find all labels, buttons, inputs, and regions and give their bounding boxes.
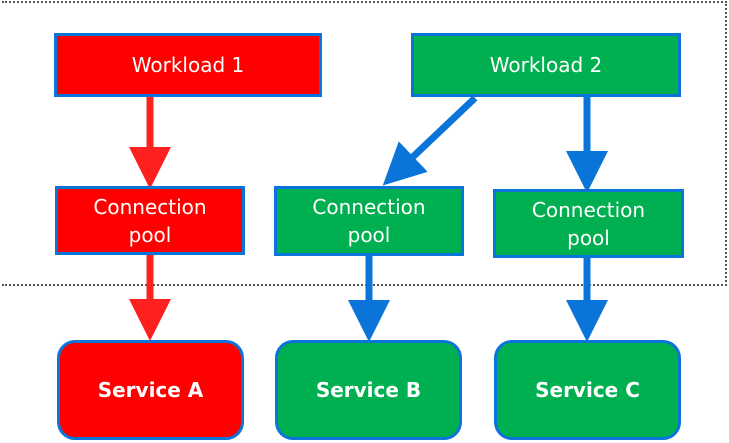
- workload-boundary: [2, 1, 727, 286]
- workload-1-box: Workload 1: [54, 33, 322, 97]
- connection-pool-2-label: Connection pool: [312, 195, 426, 247]
- service-b-label: Service B: [315, 378, 422, 402]
- service-a-label: Service A: [97, 378, 204, 402]
- workload-2-box: Workload 2: [411, 33, 681, 97]
- service-c-box: Service C: [494, 340, 681, 440]
- service-c-label: Service C: [535, 378, 640, 402]
- connection-pool-1-label: Connection pool: [93, 194, 207, 247]
- connection-pool-3-label: Connection pool: [531, 197, 646, 250]
- arrow-workload2-pool2: [382, 95, 478, 186]
- connection-pool-3-box: Connection pool: [493, 189, 684, 258]
- service-a-box: Service A: [57, 340, 244, 440]
- service-b-box: Service B: [275, 340, 462, 440]
- connection-pool-1-box: Connection pool: [55, 186, 245, 255]
- connection-pool-2-box: Connection pool: [274, 186, 464, 256]
- workload-1-label: Workload 1: [131, 53, 245, 77]
- workload-2-label: Workload 2: [489, 53, 603, 77]
